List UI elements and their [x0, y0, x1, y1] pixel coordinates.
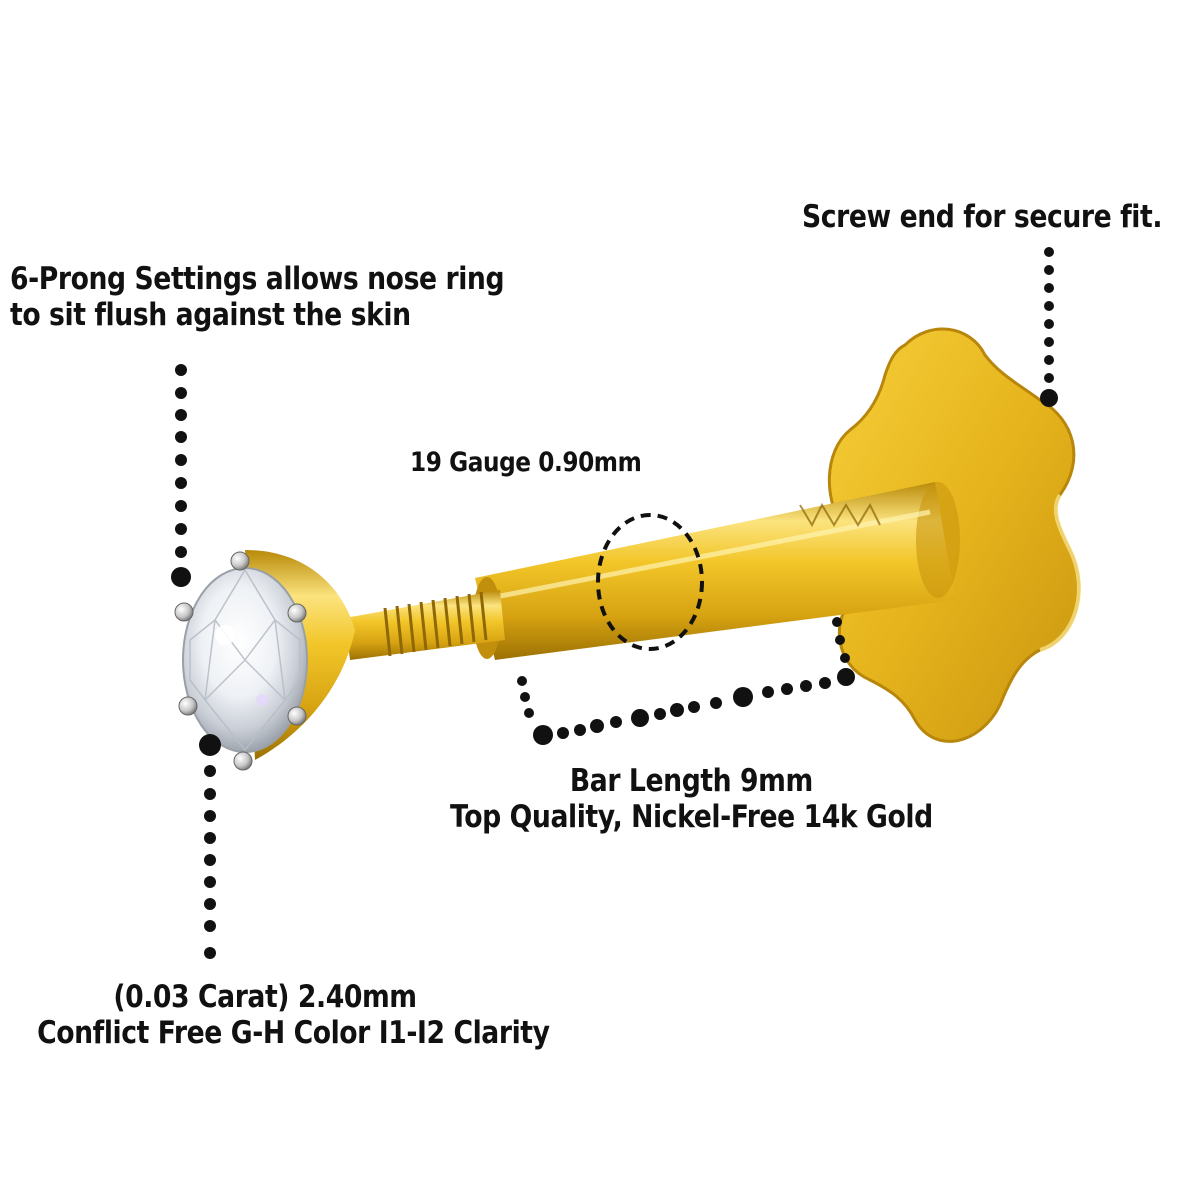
- bar-annotation-line-1: Bar Length 9mm: [569, 763, 813, 799]
- screw-annotation-line-1: Screw end for secure fit.: [802, 199, 1163, 235]
- bar-annotation-line-2: Top Quality, Nickel-Free 14k Gold: [450, 798, 933, 835]
- screw-leader-dots: [1040, 247, 1058, 407]
- stone-leader-dots: [199, 734, 221, 959]
- gauge-indicator-circle: [596, 513, 704, 651]
- gauge-annotation: 19 Gauge 0.90mm: [410, 447, 642, 478]
- stone-annotation: (0.03 Carat) 2.40mm Conflict Free G-H Co…: [37, 979, 550, 1051]
- stone-annotation-line-1: (0.03 Carat) 2.40mm: [113, 979, 417, 1015]
- prong-annotation-line-1: 6-Prong Settings allows nose ring: [10, 261, 505, 297]
- prong-leader-dots: [171, 364, 191, 587]
- bar-length-annotation: Bar Length 9mm Top Quality, Nickel-Free …: [89, 763, 1200, 835]
- screw-end-annotation: Screw end for secure fit.: [802, 199, 1163, 236]
- post-tube: [473, 482, 960, 660]
- stone-annotation-line-2: Conflict Free G-H Color I1-I2 Clarity: [37, 1014, 550, 1051]
- diamond-stone-icon: [182, 567, 308, 753]
- bar-length-bracket-dots: [517, 617, 855, 745]
- threaded-screw: [345, 590, 505, 660]
- prong-annotation-line-2: to sit flush against the skin: [10, 296, 411, 333]
- prongs: [174, 551, 307, 771]
- gauge-annotation-line-1: 19 Gauge 0.90mm: [410, 447, 642, 478]
- prong-setting-annotation: 6-Prong Settings allows nose ring to sit…: [10, 261, 505, 333]
